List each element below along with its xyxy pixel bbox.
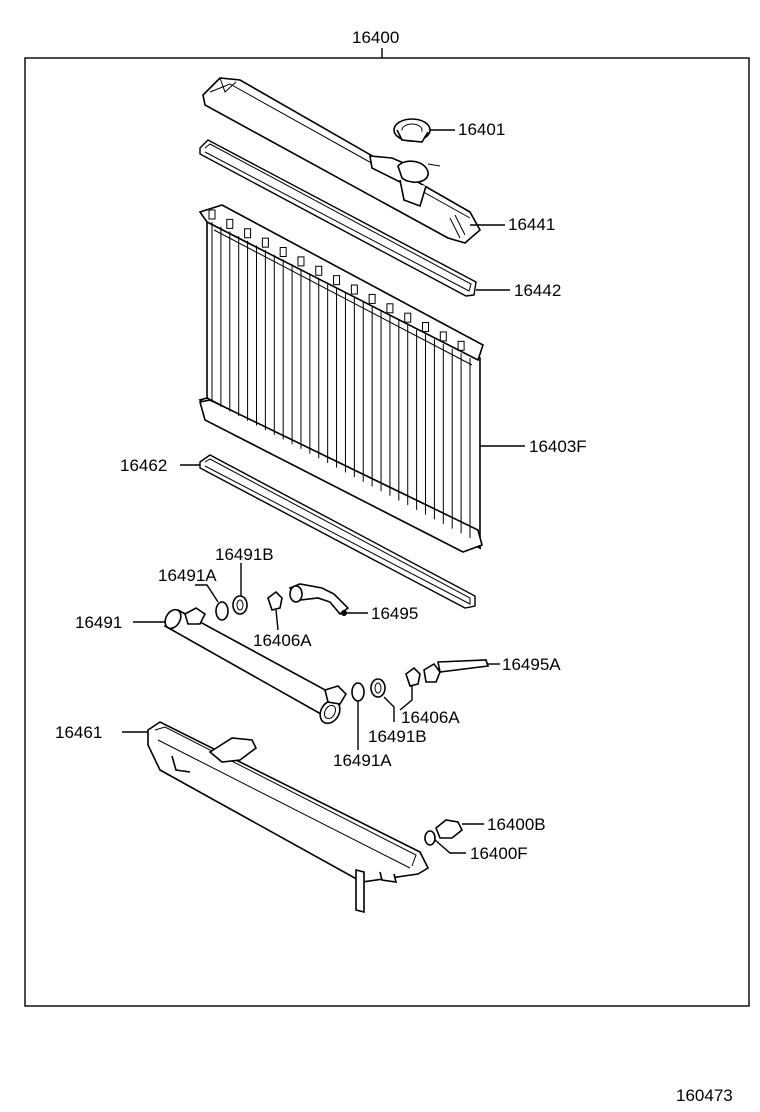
upper-tank [202, 77, 482, 244]
callout-16491B-lower: 16491B [368, 727, 427, 746]
washer-upper [232, 595, 248, 615]
core-tab [368, 293, 376, 304]
callout-16462: 16462 [120, 456, 167, 475]
lower-gasket [199, 454, 476, 609]
callout-16401: 16401 [458, 120, 505, 139]
nut-upper [267, 590, 283, 611]
callout-16491A-upper: 16491A [158, 566, 217, 585]
callout-16495A: 16495A [502, 655, 561, 674]
core-tab [350, 284, 358, 295]
core-tab [315, 265, 323, 276]
core-tab [457, 340, 465, 351]
upper-gasket [199, 139, 477, 297]
callout-16441: 16441 [508, 215, 555, 234]
callout-16400F: 16400F [470, 844, 528, 863]
core-tab [244, 228, 252, 239]
core-tab [404, 312, 412, 323]
radiator-core [198, 204, 484, 553]
radiator-cap [393, 118, 431, 143]
callout-16400B: 16400B [487, 815, 546, 834]
core-tab [261, 237, 269, 248]
oil-cooler-hose [288, 583, 350, 616]
callout-16491A-lower: 16491A [333, 751, 392, 770]
core-tab [386, 303, 394, 314]
callout-16495: 16495 [371, 604, 418, 623]
core-tab [208, 209, 216, 220]
core-tab [226, 218, 234, 229]
drain-gasket [424, 830, 436, 846]
callout-16442: 16442 [514, 281, 561, 300]
union-bolt [423, 659, 490, 683]
nut-lower [405, 666, 421, 687]
assembly-frame [24, 57, 750, 1007]
core-tab [422, 322, 430, 333]
o-ring-upper [215, 601, 229, 621]
drain-plug [435, 819, 464, 839]
core-tab [439, 331, 447, 342]
leader-lines [122, 129, 525, 854]
callout-16406A-lower: 16406A [401, 708, 460, 727]
callout-16461: 16461 [55, 723, 102, 742]
core-tab [279, 247, 287, 258]
core-tab [297, 256, 305, 267]
callout-16491: 16491 [75, 613, 122, 632]
washer-lower [370, 678, 386, 698]
oil-cooler-tube [163, 607, 348, 725]
callout-16406A-upper: 16406A [253, 631, 312, 650]
lower-tank [147, 721, 430, 914]
core-tab [333, 275, 341, 286]
callout-16491B-upper: 16491B [215, 545, 274, 564]
callout-16403F: 16403F [529, 437, 587, 456]
figure-number: 160473 [676, 1086, 733, 1105]
assembly-number-label: 16400 [352, 28, 399, 47]
o-ring-lower [351, 682, 365, 702]
